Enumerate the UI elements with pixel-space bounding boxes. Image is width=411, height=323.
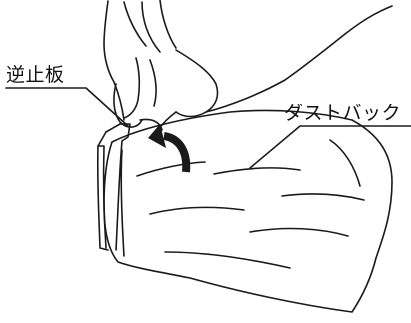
curved-arrow-icon — [148, 124, 191, 173]
hand — [103, 0, 393, 135]
dust-bag-leader — [249, 125, 411, 169]
check-valve-label: 逆止板 — [6, 64, 65, 86]
dust-bag — [103, 109, 393, 313]
dust-bag-label: ダストバック — [284, 104, 402, 123]
check-valve-plate — [96, 123, 131, 251]
check-valve-leader — [5, 87, 129, 127]
leader-lines — [5, 87, 411, 169]
